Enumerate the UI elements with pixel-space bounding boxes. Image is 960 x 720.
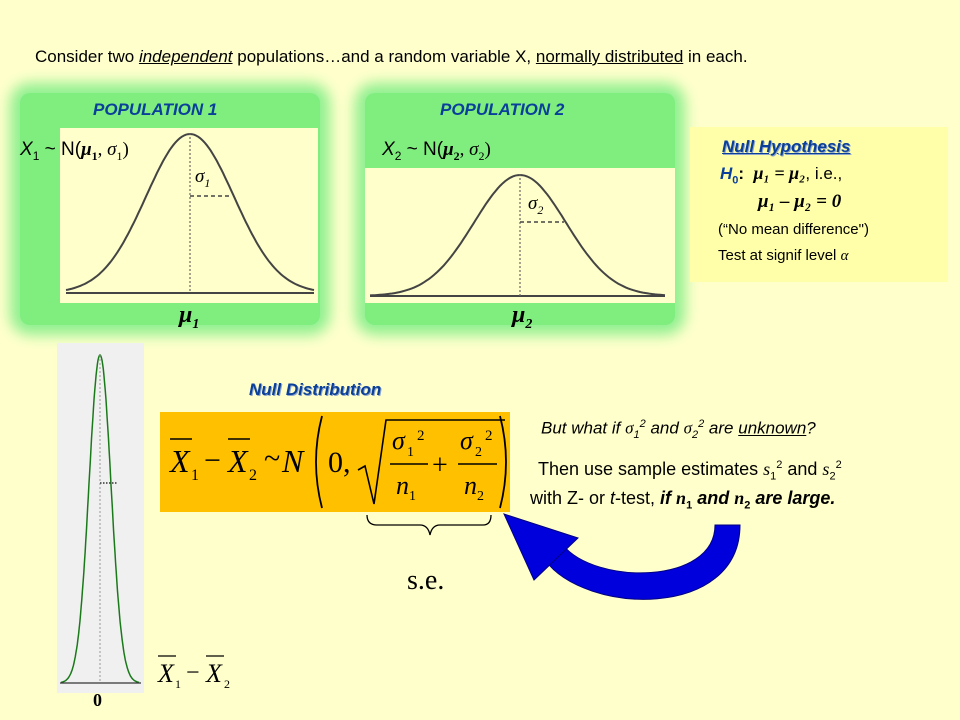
diff-x2: X [205,659,223,688]
formula-sigma2: σ [460,426,474,455]
population-2-curve [369,173,666,297]
formula-n2: n [464,471,477,500]
formula-sigma1: σ [392,426,406,455]
null-hypothesis-note: (“No mean difference") [718,221,869,238]
formula-zero: 0, [328,446,351,479]
unknown-variance-question: But what if σ12 and σ22 are unknown? [541,418,816,442]
intro-part: Consider two [35,47,139,66]
curved-arrow-icon [503,513,741,600]
se-brace [366,514,492,536]
null-distribution-curve [60,353,141,684]
null-distribution-zero: 0 [93,690,102,710]
formula-sigma2-sq: 2 [485,428,493,444]
se-label: s.e. [407,565,445,596]
x-difference-label: X 1 − X 2 [157,655,230,691]
formula-x1: X [168,443,191,479]
population-2-distribution-label: X2 ~ N(μ2, σ2) [382,139,491,163]
formula-n: N [281,443,305,479]
null-hypothesis-difference: μ₁ – μ₂ = 0 [758,191,842,212]
population-2-title: POPULATION 2 [440,100,565,119]
null-hypothesis-alpha: Test at signif level α [718,247,849,264]
population-1-title: POPULATION 1 [93,100,218,119]
formula-right-paren [499,415,507,509]
null-hypothesis-box: Null Hypothesis H0: μ₁ = μ₂, i.e., μ₁ – … [690,127,948,282]
formula-minus: − [204,444,221,477]
formula-tilde: ~ [264,442,280,475]
formula-x2-sub: 2 [249,467,257,484]
formula-n2-sub: 2 [477,489,484,504]
population-1-plot-area [60,128,318,303]
intro-independent: independent [138,47,233,66]
diff-x2-sub: 2 [224,677,230,691]
formula-sigma1-sq: 2 [417,428,425,444]
population-2-sigma-label: σ2 [528,193,544,217]
intro-part: in each. [683,47,748,66]
population-1-curve [65,132,315,294]
formula-n1: n [396,471,409,500]
formula-x1-sub: 1 [191,467,199,484]
intro-normally-distributed: normally distributed [535,47,684,66]
null-distribution-formula: X 1 − X 2 ~ N 0, σ 1 2 n 1 + σ 2 2 n 2 [160,412,510,512]
null-hypothesis-h0: H0: μ₁ = μ₂, i.e., [720,163,843,187]
sample-estimates-line: Then use sample estimates s12 and s22 [538,459,842,483]
large-sample-line: with Z- or t-test, if n1 and n2 are larg… [530,488,836,512]
formula-plus: + [432,450,448,481]
null-distribution-title: Null Distribution [249,380,382,399]
intro-part: populations…and a random variable X, [232,47,536,66]
intro-text: Consider two independent populations…and… [35,47,748,67]
null-hypothesis-title: Null Hypothesis [722,137,851,156]
population-1-distribution-label: X1 ~ N(μ1, σ1) [20,139,129,163]
population-2-mu-label: μ2 [512,302,533,332]
formula-sigma1-sub: 1 [407,445,414,460]
diff-x1: X [157,659,175,688]
null-distribution-plot [57,343,144,693]
diff-x1-sub: 1 [175,677,181,691]
formula-left-paren [315,415,323,509]
formula-sqrt [357,419,505,505]
population-1-sigma-label: σ1 [195,166,211,190]
formula-sigma2-sub: 2 [475,445,482,460]
population-1-mu-label: μ1 [179,302,200,332]
formula-n1-sub: 1 [409,489,416,504]
diff-minus: − [186,660,200,686]
formula-svg: X 1 − X 2 ~ N 0, σ 1 2 n 1 + σ 2 2 n 2 [168,415,507,509]
formula-x2: X [226,443,249,479]
